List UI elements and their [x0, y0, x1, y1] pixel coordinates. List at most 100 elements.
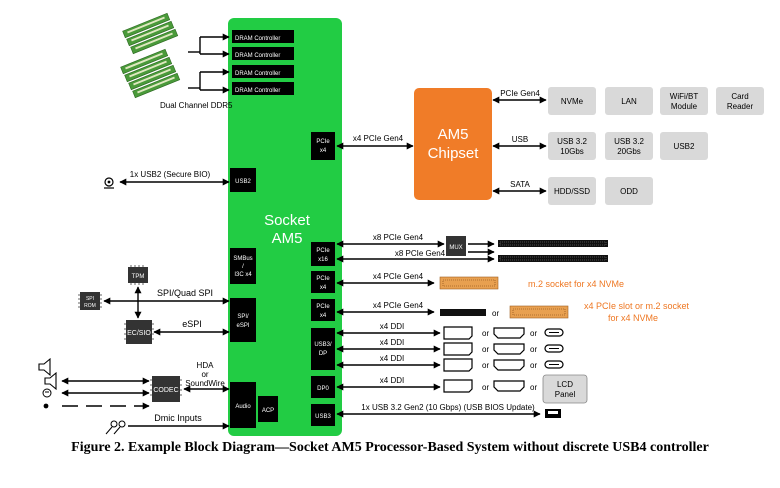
svg-text:HDD/SSD: HDD/SSD [554, 187, 590, 196]
svg-text:MUX: MUX [449, 245, 462, 251]
svg-text:SPI: SPI [86, 296, 94, 302]
svg-text:Panel: Panel [555, 390, 576, 399]
svg-text:PCIe: PCIe [316, 139, 330, 145]
socket-pcie-x16: PCIe x16 [311, 242, 335, 266]
svg-text:Module: Module [671, 102, 698, 111]
socket-usb3: USB3 [311, 404, 335, 426]
svg-text:DRAM Controller: DRAM Controller [235, 53, 280, 59]
svg-text:DRAM Controller: DRAM Controller [235, 88, 280, 94]
svg-text:USB2: USB2 [235, 179, 251, 185]
ddi-arrows [336, 329, 441, 391]
chipset-title-line2: Chipset [428, 145, 480, 162]
codec-chip-icon: CODEC [150, 376, 182, 402]
socket-pcie-x4-chipset: PCIe x4 [311, 132, 335, 160]
mux-chip-icon: MUX [446, 236, 466, 256]
chipset-box-usb32-10g: USB 3.2 10Gbs [548, 132, 596, 160]
dmic-label: Dmic Inputs [154, 413, 202, 423]
svg-text:USB2: USB2 [674, 142, 695, 151]
lcd-panel-box: LCD Panel [542, 374, 588, 404]
svg-text:USB 3.2: USB 3.2 [614, 137, 644, 146]
x8-pcie-label-2: x8 PCIe Gen4 [395, 249, 446, 258]
usb-gen2-label: 1x USB 3.2 Gen2 (10 Gbps) (USB BIOS Upda… [361, 403, 535, 412]
pcie-slot-icon-2 [498, 255, 608, 262]
chipset-box-wifi: WiFi/BT Module [660, 87, 708, 115]
headphone-icon [42, 388, 52, 398]
socket-spi-espi: SPI/ eSPI [230, 298, 256, 342]
dram-controller-2: DRAM Controller [232, 47, 294, 60]
usb-c-icon-3 [544, 360, 564, 369]
or-text-4a: or [482, 383, 489, 392]
svg-text:/: / [242, 264, 244, 270]
chipset-box-usb32-20g: USB 3.2 20Gbs [605, 132, 653, 160]
slot-note-line2: for x4 NVMe [608, 313, 658, 323]
svg-text:PCIe: PCIe [316, 304, 330, 310]
tpm-label: TPM [132, 274, 145, 280]
svg-text:Reader: Reader [727, 102, 754, 111]
spi-quad-label: SPI/Quad SPI [157, 288, 213, 298]
dram-controller-3: DRAM Controller [232, 65, 294, 78]
or-text-3b: or [530, 361, 537, 370]
socket-title-line1: Socket [264, 212, 311, 229]
socket-title-line2: AM5 [272, 230, 303, 247]
chipset-pcie-label: PCIe Gen4 [500, 89, 540, 98]
svg-text:x4: x4 [320, 285, 327, 291]
dram-controller-1: DRAM Controller [232, 30, 294, 43]
svg-text:LCD: LCD [557, 380, 573, 389]
displayport-icon-2 [443, 342, 473, 356]
svg-text:eSPI: eSPI [236, 323, 249, 329]
figure-caption: Figure 2. Example Block Diagram—Socket A… [71, 440, 709, 455]
chipset-box-card-reader: Card Reader [716, 87, 764, 115]
m2-socket-note: m.2 socket for x4 NVMe [528, 279, 624, 289]
svg-text:Audio: Audio [235, 404, 251, 410]
hda-label-1: HDA [197, 361, 215, 370]
chipset-fanout-lines [492, 96, 547, 195]
pcie-x16-lines [336, 240, 495, 263]
svg-text:x16: x16 [318, 257, 328, 263]
spi-bus-lines [103, 286, 230, 336]
svg-text:WiFi/BT: WiFi/BT [670, 92, 699, 101]
svg-text:USB3: USB3 [315, 414, 331, 420]
m2-socket-icon-2 [509, 305, 569, 319]
chipset-box-hdd: HDD/SSD [548, 177, 596, 205]
m2-socket-icon-1 [439, 276, 499, 290]
dmic-icon [105, 420, 126, 435]
or-text-1b: or [530, 329, 537, 338]
svg-text:I3C x4: I3C x4 [234, 272, 252, 278]
ddi-label-2: x4 DDI [380, 338, 404, 347]
socket-audio: Audio [230, 382, 256, 428]
ddi-label-4: x4 DDI [380, 376, 404, 385]
tpm-chip-icon: TPM [128, 265, 148, 285]
socket-acp: ACP [258, 396, 278, 422]
svg-text:DRAM Controller: DRAM Controller [235, 36, 280, 42]
ec-sio-label: EC/SIO [127, 330, 151, 337]
usb-c-icon-1 [544, 328, 564, 337]
hdmi-icon-2 [493, 343, 525, 355]
svg-text:LAN: LAN [621, 97, 637, 106]
svg-text:ODD: ODD [620, 187, 638, 196]
svg-text:10Gbs: 10Gbs [560, 147, 584, 156]
svg-text:ROM: ROM [84, 303, 96, 309]
x4-pcie-label-1: x4 PCIe Gen4 [373, 272, 424, 281]
chipset-uplink-label: x4 PCIe Gen4 [353, 134, 404, 143]
or-text-3a: or [482, 361, 489, 370]
ddi-label-1: x4 DDI [380, 322, 404, 331]
hdmi-icon-1 [493, 327, 525, 339]
chipset-box-lan: LAN [605, 87, 653, 115]
ddr5-dimm-stack [120, 12, 181, 99]
chipset-title-line1: AM5 [438, 126, 469, 143]
or-text-2a: or [482, 345, 489, 354]
svg-text:20Gbs: 20Gbs [617, 147, 641, 156]
socket-smbus: SMBus / I3C x4 [230, 248, 256, 284]
displayport-icon-4 [443, 379, 473, 393]
webcam-icon [104, 177, 114, 189]
socket-usb3-dp: USB3/ DP [311, 328, 335, 370]
displayport-icon-3 [443, 358, 473, 372]
hda-label-3: SoundWire [185, 379, 225, 388]
usb-a-port-icon [545, 409, 561, 418]
x4-pcie-label-2: x4 PCIe Gen4 [373, 301, 424, 310]
slot-note-line1: x4 PCIe slot or m.2 socket [584, 301, 690, 311]
svg-text:DP: DP [319, 351, 327, 357]
chipset-box-usb2: USB2 [660, 132, 708, 160]
microphone-icon [43, 403, 49, 409]
